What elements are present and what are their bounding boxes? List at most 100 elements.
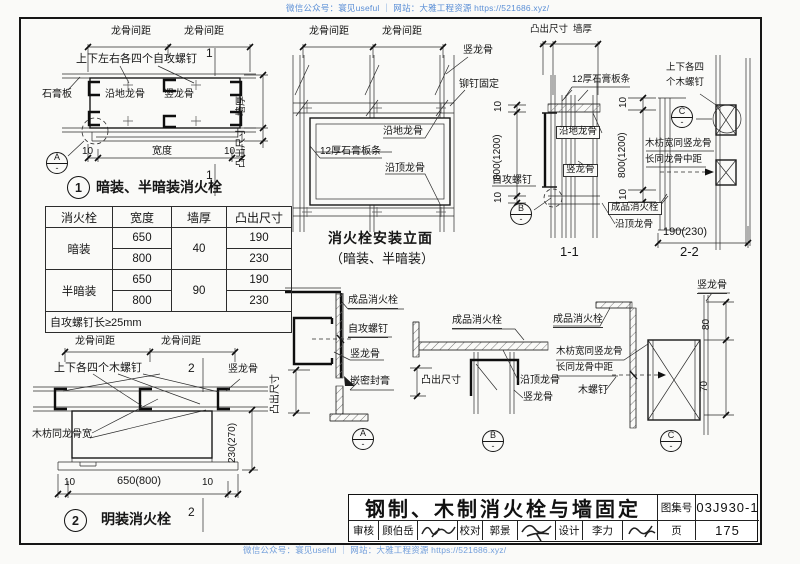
dim-value-10: 10 bbox=[82, 146, 94, 157]
label-finished-hydrant: 成品消火栓 bbox=[553, 314, 603, 328]
col-header-wall: 墙厚 bbox=[171, 206, 227, 228]
label-vertical-stud: 竖龙骨 bbox=[523, 392, 553, 403]
label-self-tapping-screw: 自攻螺钉 bbox=[348, 324, 388, 338]
figure-title-exposed-hydrant: 明装消火栓 bbox=[101, 511, 171, 527]
cell-protrusion: 190 bbox=[226, 227, 292, 249]
dim-label-keel-spacing: 龙骨间距 bbox=[309, 26, 349, 37]
detail-ref: - bbox=[669, 440, 673, 451]
signature-icon bbox=[627, 525, 655, 538]
cell-protrusion: 190 bbox=[226, 269, 292, 291]
dim-value-80: 80 bbox=[701, 318, 712, 330]
detail-ref: - bbox=[519, 213, 523, 224]
dim-value-height: 800(1200) bbox=[492, 134, 503, 180]
dim-value-10: 10 bbox=[618, 96, 629, 108]
dim-value-depth: 230(270) bbox=[227, 422, 238, 463]
elevation-caption: 消火栓安装立面 bbox=[328, 230, 433, 246]
checker-signature-cell bbox=[518, 521, 556, 541]
note-wood-blocking-line1: 木枋宽同竖龙骨 bbox=[556, 346, 623, 357]
label-finished-hydrant: 成品消火栓 bbox=[348, 295, 398, 309]
page-number: 175 bbox=[715, 523, 740, 538]
detail-ref: - bbox=[680, 116, 684, 127]
detail-marker-A: A - bbox=[352, 428, 374, 450]
detail-letter: C bbox=[672, 107, 692, 118]
dim-label-protrusion: 凸出尺寸 bbox=[530, 24, 569, 35]
dim-label-keel-spacing: 龙骨间距 bbox=[111, 26, 151, 37]
cell-protrusion: 230 bbox=[226, 248, 292, 270]
drawing-border-frame bbox=[19, 17, 762, 545]
section-caption-1-1: 1-1 bbox=[560, 244, 579, 259]
detail-ref: - bbox=[55, 162, 59, 173]
title-block: 钢制、木制消火栓与墙固定 图集号 03J930-1 审核 顾伯岳 校对 郭景 设… bbox=[348, 494, 759, 542]
detail-letter: B bbox=[511, 204, 531, 215]
checker-name: 郭景 bbox=[483, 521, 518, 540]
dim-label-protrusion: 凸出尺寸 bbox=[236, 128, 247, 168]
dim-value-width: 650(800) bbox=[117, 475, 162, 487]
table-row: 800 230 bbox=[46, 248, 292, 270]
label-sealant: 嵌密封膏 bbox=[350, 376, 390, 387]
label-ceiling-runner: 沿顶龙骨 bbox=[385, 163, 425, 174]
label-floor-runner: 沿地龙骨 bbox=[383, 126, 423, 137]
section-mark-2: 2 bbox=[188, 361, 195, 375]
label-gypsum-board: 石膏板 bbox=[42, 89, 72, 100]
atlas-number-label: 图集号 bbox=[658, 495, 696, 521]
col-header-hydrant: 消火栓 bbox=[45, 206, 113, 228]
detail-letter: A bbox=[353, 429, 373, 440]
dim-label-keel-spacing: 龙骨间距 bbox=[382, 26, 422, 37]
dim-value-70: 70 bbox=[699, 380, 710, 392]
section-mark-1: 1 bbox=[206, 168, 213, 182]
label-vertical-stud: 竖龙骨 bbox=[350, 349, 380, 360]
figure-title-concealed-hydrant: 暗装、半暗装消火栓 bbox=[96, 179, 222, 195]
label-rivet-fixing: 铆钉固定 bbox=[459, 79, 499, 90]
signature-icon bbox=[520, 524, 552, 541]
detail-marker-A: A - bbox=[46, 152, 68, 174]
designer-name: 李力 bbox=[583, 521, 623, 540]
dim-value-10: 10 bbox=[224, 146, 236, 157]
detail-letter: A bbox=[47, 153, 67, 164]
atlas-number: 03J930-1 bbox=[696, 495, 759, 521]
label-floor-runner: 沿地龙骨 bbox=[105, 89, 145, 100]
cell-protrusion: 230 bbox=[226, 290, 292, 312]
label-ceiling-runner: 沿顶龙骨 bbox=[520, 375, 560, 386]
note-self-tapping-screws: 上下左右各四个自攻螺钉 bbox=[76, 53, 197, 65]
label-finished-hydrant: 成品消火栓 bbox=[452, 315, 502, 329]
dim-label-keel-spacing: 龙骨间距 bbox=[161, 336, 201, 347]
label-vertical-stud: 竖龙骨 bbox=[164, 89, 194, 100]
table-note: 自攻螺钉长≥25mm bbox=[45, 311, 292, 333]
note-wood-blocking-line2: 长同龙骨中距 bbox=[645, 154, 703, 165]
dim-value-10: 10 bbox=[618, 188, 629, 200]
elevation-subcaption: （暗装、半暗装） bbox=[330, 251, 435, 266]
sheet-title: 钢制、木制消火栓与墙固定 bbox=[349, 495, 658, 521]
cell-wall: 40 bbox=[171, 227, 227, 270]
dim-value-190-230: 190(230) bbox=[663, 226, 708, 238]
note-wood-blocking-line1: 木枋宽同竖龙骨 bbox=[645, 138, 712, 149]
label-vertical-stud: 竖龙骨 bbox=[563, 164, 598, 177]
page-label: 页 bbox=[658, 521, 696, 540]
dim-label-width: 宽度 bbox=[152, 146, 172, 157]
dim-label-keel-spacing: 龙骨间距 bbox=[75, 336, 115, 347]
dim-label-wall-thickness: 墙厚 bbox=[573, 24, 593, 35]
detail-marker-C: C - bbox=[671, 106, 693, 128]
table-note-row: 自攻螺钉长≥25mm bbox=[45, 311, 292, 333]
dim-label-wall-thickness: 墙厚 bbox=[236, 96, 247, 116]
figure-number-2: 2 bbox=[64, 509, 87, 532]
dim-value-10: 10 bbox=[493, 191, 504, 203]
hydrant-spec-table: 消火栓 宽度 墙厚 凸出尺寸 暗装 650 40 190 800 230 半暗装… bbox=[45, 206, 292, 333]
note-wood-screws-line1: 上下各四 bbox=[666, 62, 705, 73]
note-wood-screws-line2: 个木螺钉 bbox=[666, 77, 705, 88]
signature-icon bbox=[420, 526, 456, 538]
note-wood-blocking-line2: 长同龙骨中距 bbox=[556, 362, 614, 373]
cell-width: 650 bbox=[112, 269, 172, 291]
watermark-top: 微信公众号：寰见useful ｜ 网站：大雅工程资源 https://52168… bbox=[286, 3, 550, 13]
label-vertical-stud: 竖龙骨 bbox=[697, 280, 727, 294]
label-self-tapping-screw: 自攻螺钉 bbox=[492, 175, 532, 186]
cell-type: 半暗装 bbox=[45, 269, 113, 312]
cell-type: 暗装 bbox=[45, 227, 113, 270]
designer-signature-cell bbox=[623, 521, 658, 540]
col-header-width: 宽度 bbox=[112, 206, 172, 228]
watermark-bottom: 微信公众号：寰见useful ｜ 网站：大雅工程资源 https://52168… bbox=[243, 545, 507, 555]
detail-ref: - bbox=[361, 438, 365, 449]
table-header-row: 消火栓 宽度 墙厚 凸出尺寸 bbox=[45, 206, 292, 228]
label-wood-screw: 木螺钉 bbox=[578, 385, 608, 396]
